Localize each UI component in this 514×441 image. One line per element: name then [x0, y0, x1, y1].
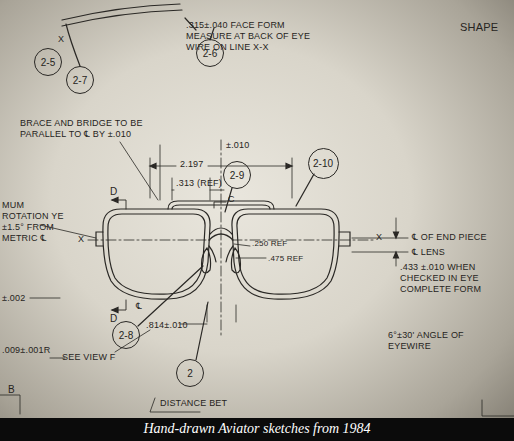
drawing-note: X [58, 34, 64, 45]
drawing-note: SHAPE [460, 22, 498, 33]
callout-circle: 2-5 [34, 48, 62, 76]
section-arrow [112, 200, 126, 310]
leader-line [120, 142, 158, 200]
drawing-note: 6°±30' ANGLE OF EYEWIRE [388, 330, 508, 352]
leader-line [115, 330, 150, 352]
drawing-note: SEE VIEW F [62, 352, 116, 363]
arrowhead [394, 232, 399, 258]
callout-number: 2-7 [73, 75, 87, 86]
drawing-note: ℄ LENS [412, 247, 445, 258]
drawing-note: .814±.010 [146, 320, 188, 331]
leader-line [66, 24, 80, 66]
left-eyewire [103, 209, 210, 299]
callout-number: 2-8 [119, 330, 133, 341]
drawing-note: BRACE AND BRIDGE TO BE PARALLEL TO ℄ BY … [20, 118, 170, 140]
pad-arm [209, 246, 216, 262]
nose-pad [202, 248, 211, 273]
drawing-note: X [376, 232, 382, 243]
drawing-note: ±.010 [226, 140, 249, 151]
nose-pad [231, 248, 240, 273]
caption: Hand-drawn Aviator sketches from 1984 [0, 421, 514, 437]
drawing-note: C [228, 194, 235, 205]
drawing-note: DISTANCE BET [160, 398, 227, 409]
callout-circle: 2 [176, 359, 204, 387]
extension-line [160, 145, 210, 200]
leader-line [196, 302, 208, 360]
drawing-note: .313 (REF) [176, 178, 222, 189]
drawing-note: D [110, 186, 117, 197]
callout-number: 2 [187, 368, 193, 379]
right-eyewire [232, 209, 339, 299]
view-border [0, 395, 20, 414]
drawing-note: .250 REF [252, 238, 287, 249]
leader-line [30, 225, 96, 358]
callout-number: 2-5 [41, 57, 55, 68]
drawing-note: ℄ OF END PIECE [412, 232, 487, 243]
drawing-note: .315±.040 FACE FORM MEASURE AT BACK OF E… [186, 20, 318, 53]
end-piece [96, 232, 103, 246]
drawing-note: D [110, 313, 117, 324]
callout-number: 2-10 [313, 158, 333, 169]
drawing-note: MUM ROTATION YE ±1.5° FROM METRIC ℄ [2, 200, 68, 244]
drawing-note: 2.197 [180, 159, 204, 170]
callout-circle: 2-10 [308, 148, 339, 179]
drawing-note: B [8, 384, 15, 395]
pad-arm [226, 246, 233, 262]
leader-line [138, 266, 203, 326]
dimension-line [396, 218, 397, 266]
frame-fragment [62, 4, 180, 20]
section-line [88, 240, 374, 241]
center-line [221, 140, 222, 338]
title-block [482, 400, 514, 416]
drawing-note: .009±.001R [2, 345, 50, 356]
callout-number: 2-9 [230, 170, 244, 181]
drawing-note: X [78, 234, 84, 245]
leader-line [296, 174, 314, 206]
end-piece [339, 232, 350, 246]
section-arrow [214, 202, 226, 208]
drawing-note: .433 ±.010 WHEN CHECKED IN EYE COMPLETE … [400, 262, 510, 295]
left-lens [108, 214, 205, 294]
right-lens [237, 214, 334, 294]
callout-circle: 2-9 [223, 161, 251, 189]
dimension-line [172, 190, 224, 191]
drawing-note: ±.002 [2, 293, 25, 304]
frame-fragment [62, 10, 182, 26]
drawing-note: ℄ [136, 301, 142, 312]
dimension-line [180, 305, 236, 324]
callout-circle: 2-8 [112, 321, 140, 349]
drawing-note: .475 REF [268, 253, 303, 264]
arrowhead [112, 198, 118, 313]
callout-circle: 2-7 [66, 66, 94, 94]
